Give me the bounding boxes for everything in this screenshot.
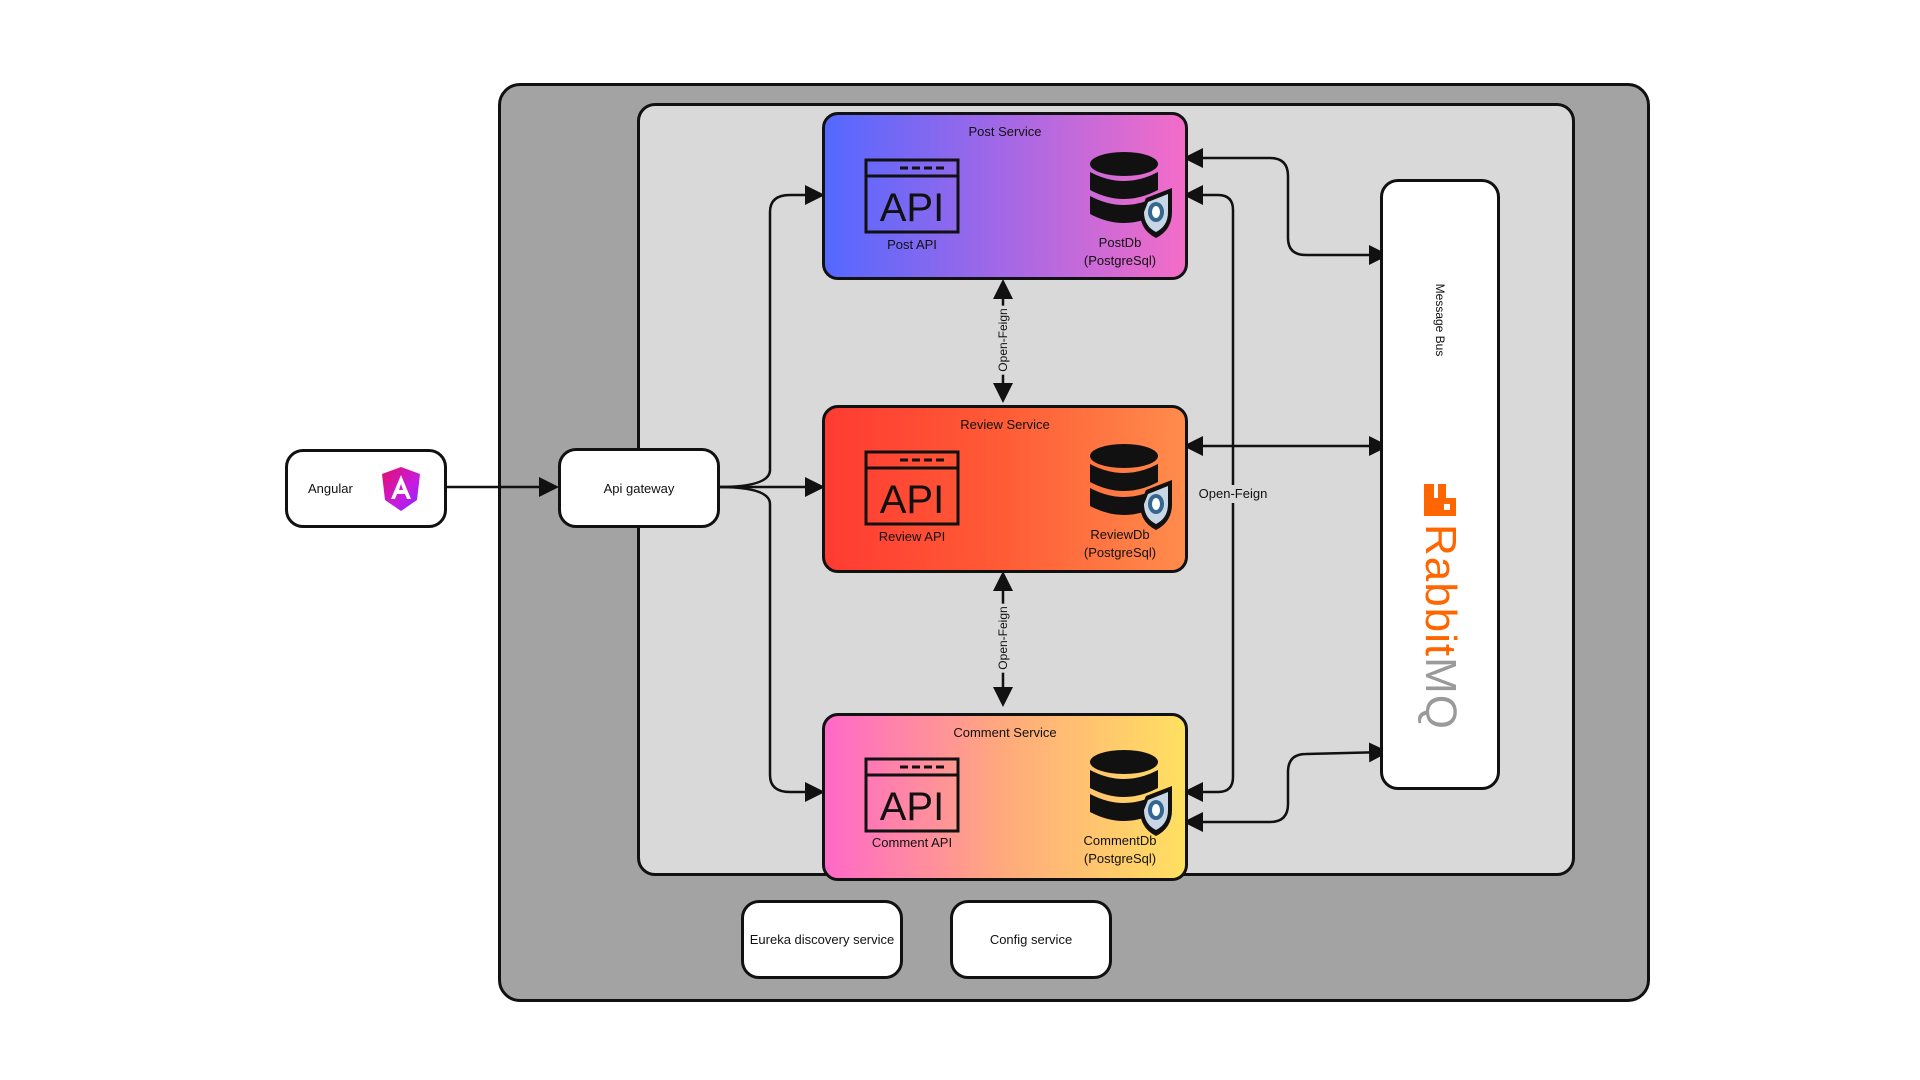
- rabbitmq-icon: [1424, 483, 1456, 516]
- post-api-icon: API: [864, 158, 960, 234]
- feign-label-review-comment: Open-Feign: [996, 603, 1010, 673]
- comment-api-label: Comment API: [871, 835, 953, 850]
- comment-db-type: (PostgreSql): [1083, 851, 1157, 866]
- gateway-to-comment-arrow: [717, 485, 825, 802]
- post-db-label: PostDb (PostgreSql): [1060, 234, 1180, 270]
- post-db-name: PostDb: [1098, 235, 1142, 250]
- comment-db-label: CommentDb (PostgreSql): [1060, 832, 1180, 868]
- review-api-label: Review API: [878, 529, 946, 544]
- review-db-icon: [1090, 444, 1172, 530]
- api-gateway-label: Api gateway: [603, 480, 675, 496]
- post-db-icon: [1090, 152, 1172, 238]
- eureka-discovery-node: Eureka discovery service: [741, 900, 903, 979]
- review-db-label: ReviewDb (PostgreSql): [1060, 526, 1180, 562]
- rabbitmq-wordmark-rabbit: Rabbit: [1416, 523, 1465, 658]
- comment-service-box: Comment Service: [822, 713, 1188, 881]
- angular-client-node: Angular: [285, 449, 447, 528]
- angular-client-label: Angular: [308, 481, 353, 496]
- comment-api-glyph: API: [880, 785, 944, 829]
- review-service-title: Review Service: [960, 417, 1050, 432]
- rabbitmq-logo: RabbitMQ: [1415, 482, 1465, 730]
- angular-logo-icon: [381, 466, 420, 511]
- post-service-title: Post Service: [968, 124, 1042, 139]
- review-db-type: (PostgreSql): [1083, 545, 1157, 560]
- message-bus-title: Message Bus: [1433, 283, 1447, 357]
- post-api-glyph: API: [880, 186, 944, 230]
- rabbitmq-wordmark: RabbitMQ: [1415, 524, 1465, 730]
- post-bus-arrow: [1183, 148, 1389, 265]
- feign-label-side: Open-Feign: [1193, 485, 1273, 503]
- comment-db-name: CommentDb: [1083, 833, 1157, 848]
- gateway-to-post-arrow: [717, 185, 825, 489]
- api-gateway-node: Api gateway: [558, 448, 720, 528]
- post-db-type: (PostgreSql): [1083, 253, 1157, 268]
- review-api-icon: API: [864, 450, 960, 526]
- review-db-name: ReviewDb: [1090, 527, 1150, 542]
- rabbitmq-wordmark-mq: MQ: [1416, 657, 1465, 731]
- feign-label-post-review: Open-Feign: [996, 305, 1010, 375]
- post-api-label: Post API: [887, 237, 937, 252]
- comment-service-title: Comment Service: [953, 725, 1057, 740]
- config-service-node: Config service: [950, 900, 1112, 979]
- review-api-glyph: API: [880, 478, 944, 522]
- eureka-discovery-label: Eureka discovery service: [749, 932, 895, 947]
- comment-api-icon: API: [864, 757, 960, 833]
- comment-db-icon: [1090, 750, 1172, 836]
- config-service-label: Config service: [989, 932, 1073, 947]
- comment-bus-arrow: [1183, 742, 1389, 832]
